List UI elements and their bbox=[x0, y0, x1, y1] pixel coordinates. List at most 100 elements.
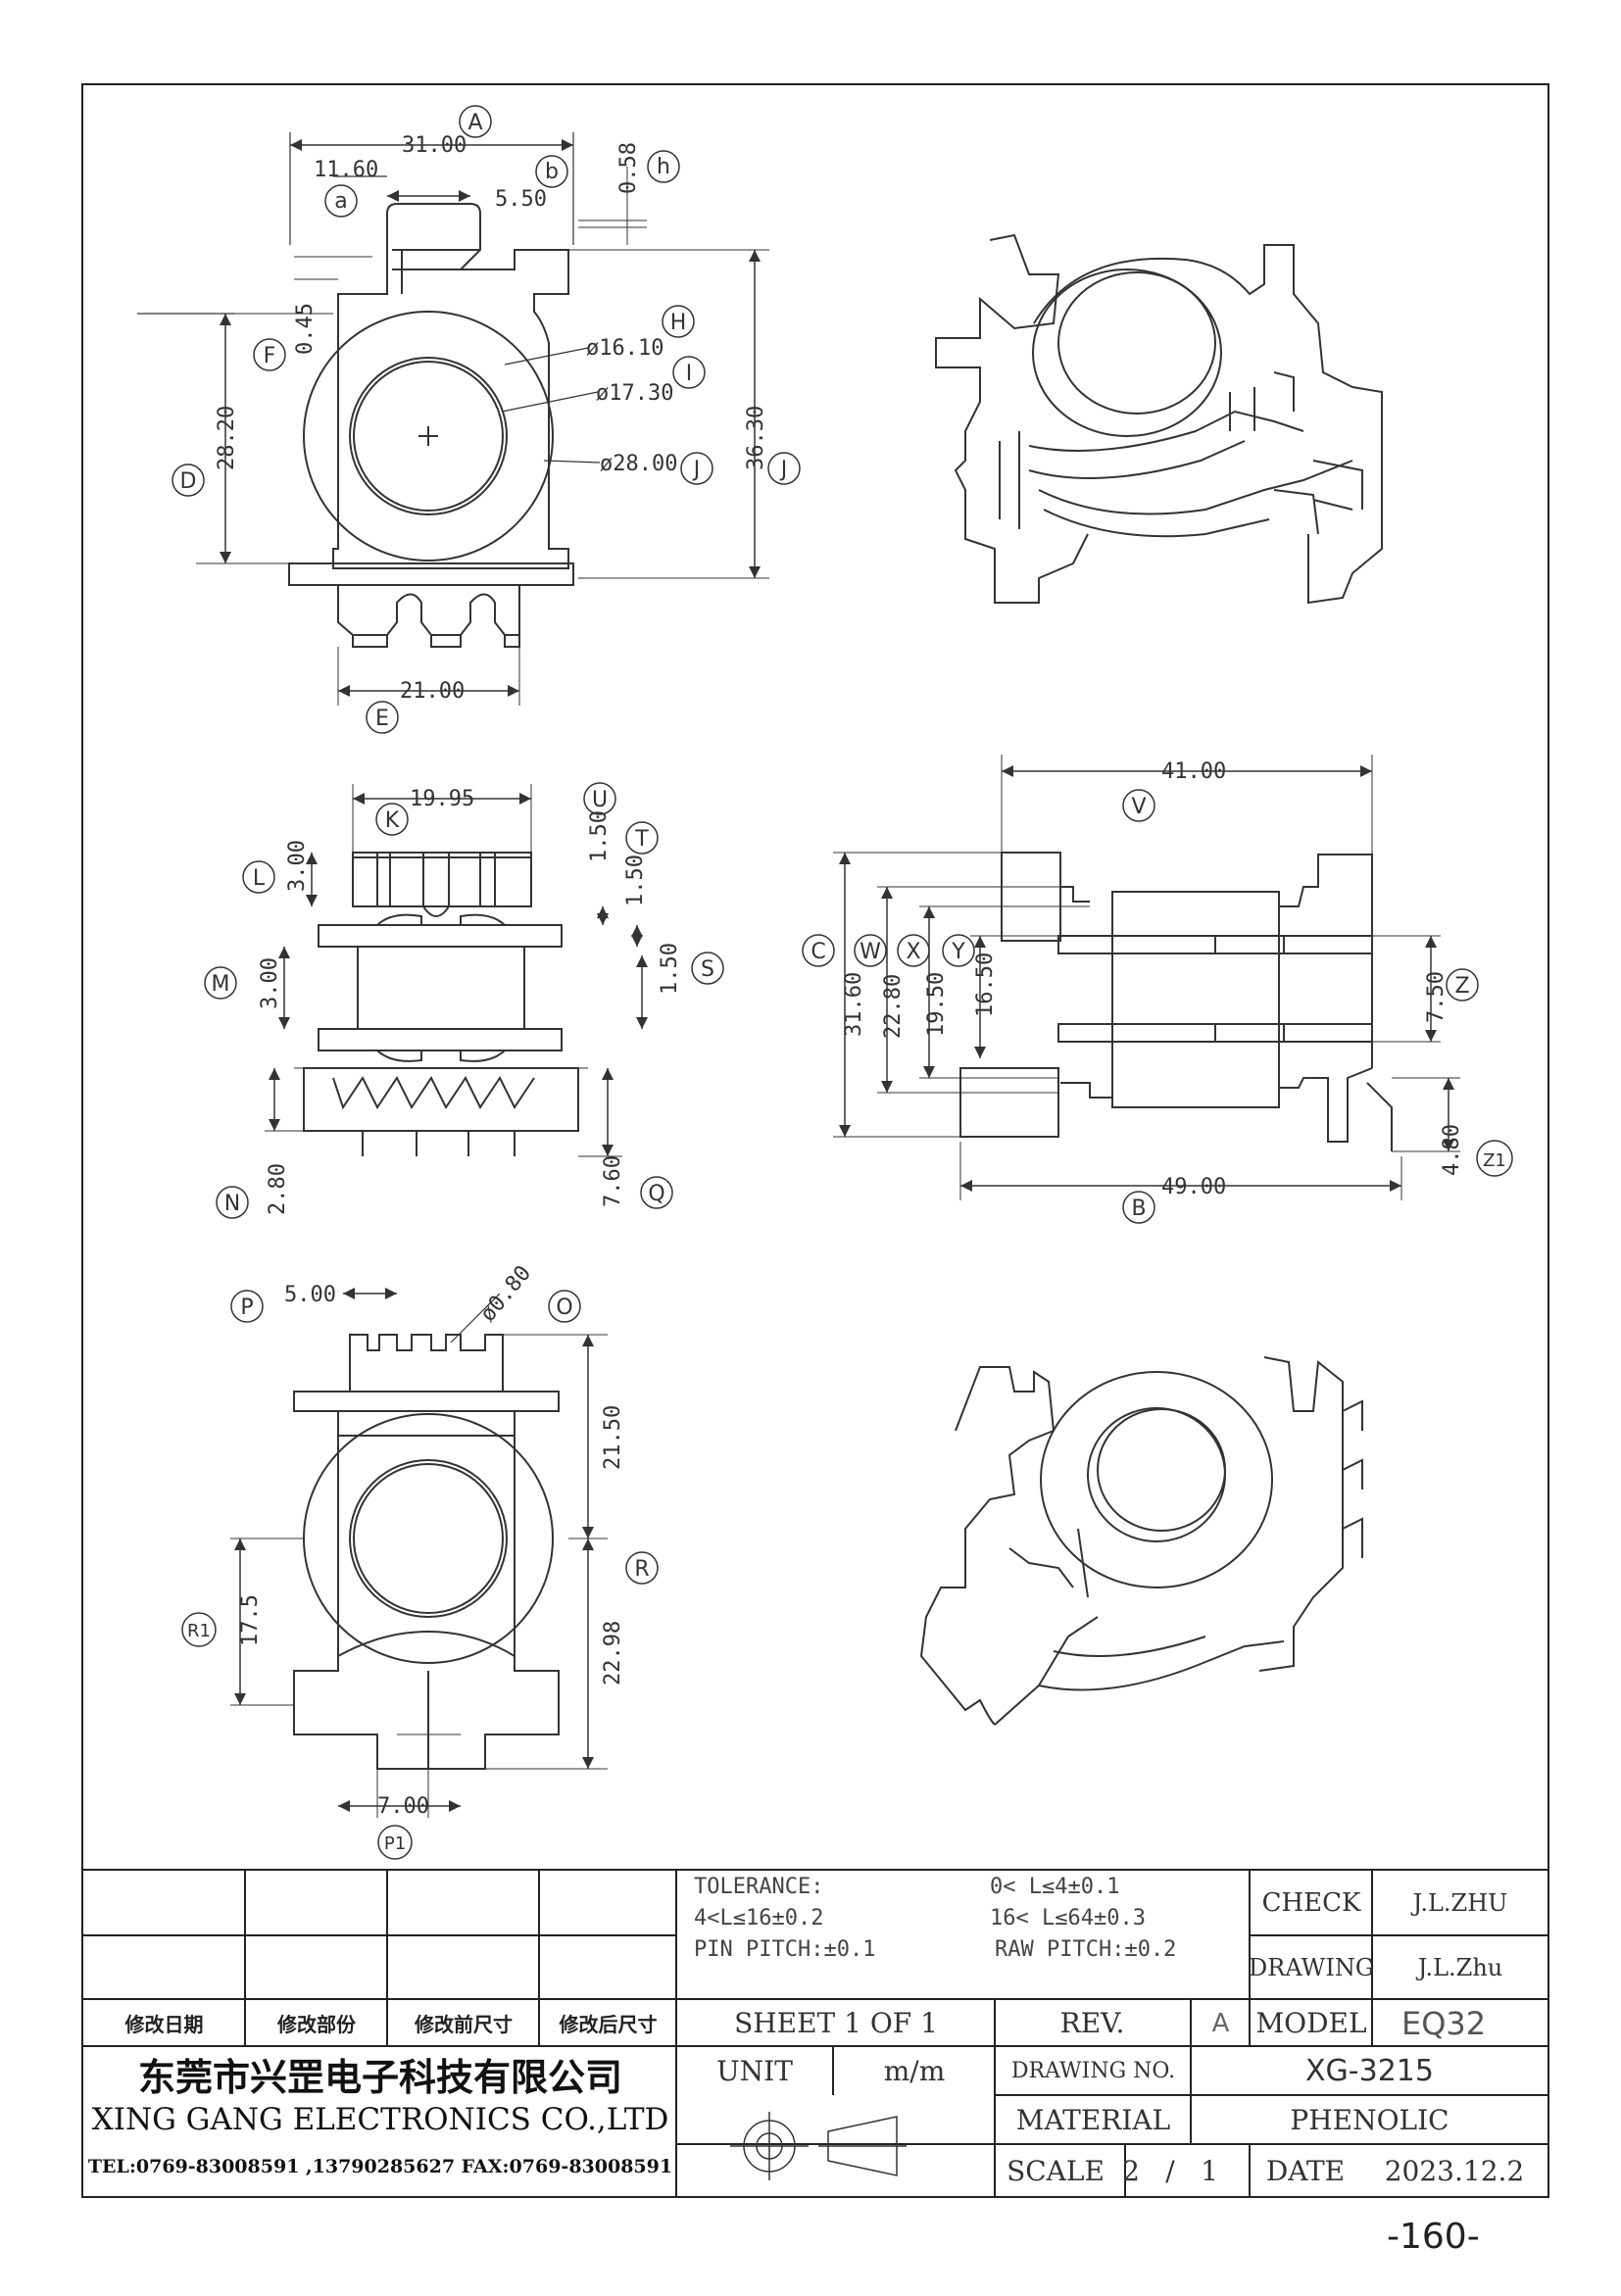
side-view-callout-text: V C W X Y Z Z1 B bbox=[810, 795, 1506, 1221]
callout-O-text: O bbox=[556, 1295, 572, 1320]
isometric-view-top bbox=[935, 233, 1383, 605]
date-label: DATE bbox=[1265, 2154, 1346, 2187]
side-view bbox=[833, 755, 1460, 1200]
callout-Z1-text: Z1 bbox=[1483, 1150, 1506, 1171]
material-value: PHENOLIC bbox=[1290, 2104, 1449, 2136]
bottom-view bbox=[230, 1288, 608, 1818]
raw-pitch: RAW PITCH:±0.2 bbox=[995, 1937, 1177, 1962]
rev-part-label: 修改部份 bbox=[277, 2013, 356, 2036]
unit-value: m/m bbox=[883, 2055, 946, 2087]
dim-t-150: 1.50 bbox=[623, 855, 648, 906]
callout-b bbox=[535, 155, 568, 188]
dim-u-150: 1.50 bbox=[587, 810, 612, 862]
projection-symbol-icon bbox=[730, 2112, 907, 2180]
dim-y-height: 16.50 bbox=[973, 953, 998, 1017]
rev-value: A bbox=[1211, 2008, 1230, 2038]
dim-h-dia: ø16.10 bbox=[586, 336, 663, 361]
tolerance-range-2: 4<L≤16±0.2 bbox=[694, 1906, 824, 1930]
dim-q-760: 7.60 bbox=[601, 1155, 625, 1207]
sheet-count: SHEET 1 OF 1 bbox=[734, 2007, 938, 2039]
rev-after-label: 修改后尺寸 bbox=[559, 2013, 658, 2036]
dim-k-width: 19.95 bbox=[410, 787, 474, 811]
model-label: MODEL bbox=[1255, 2007, 1367, 2039]
callout-J-text: J bbox=[779, 458, 788, 482]
top-view-dims: 31.00 11.60 5.50 0.58 0.45 28.20 ø16.10 … bbox=[215, 133, 768, 704]
callout-D-text: D bbox=[180, 469, 197, 494]
company-name-en: XING GANG ELECTRONICS CO.,LTD bbox=[91, 2102, 669, 2137]
callout-N-text: N bbox=[224, 1192, 240, 1216]
company-name-cn: 东莞市兴罡电子科技有限公司 bbox=[137, 2054, 622, 2099]
material-label: MATERIAL bbox=[1015, 2104, 1171, 2136]
front-view-callout-text: K U T L M S N Q bbox=[212, 788, 714, 1216]
dim-r-upper: 21.50 bbox=[601, 1405, 625, 1470]
scale-label: SCALE bbox=[1007, 2154, 1105, 2187]
callout-Y-text: Y bbox=[951, 940, 965, 964]
tolerance-range-3: 16< L≤64±0.3 bbox=[990, 1906, 1146, 1930]
callout-L-text: L bbox=[253, 866, 266, 891]
model-value: EQ32 bbox=[1401, 2004, 1487, 2042]
drawing-no-label: DRAWING NO. bbox=[1010, 2059, 1176, 2083]
top-view-callouts bbox=[172, 105, 801, 734]
callout-M-text: M bbox=[212, 972, 230, 997]
drawing-value: J.L.Zhu bbox=[1417, 1954, 1503, 1981]
pin-pitch: PIN PITCH:±0.1 bbox=[694, 1937, 876, 1962]
dim-z-750: 7.50 bbox=[1424, 971, 1449, 1023]
callout-H-text: H bbox=[670, 311, 687, 335]
scale-denominator: 1 bbox=[1201, 2154, 1218, 2187]
callout-h-text: h bbox=[657, 155, 670, 179]
callout-P-text: P bbox=[240, 1295, 253, 1320]
callout-A bbox=[459, 105, 492, 138]
callout-R-text: R bbox=[634, 1557, 649, 1582]
dim-w-height: 22.80 bbox=[881, 974, 906, 1039]
rev-label: REV. bbox=[1059, 2007, 1125, 2039]
callout-E-text: E bbox=[375, 707, 389, 731]
callout-C-text: C bbox=[810, 940, 825, 964]
callout-W-text: W bbox=[860, 940, 881, 964]
front-view-dims: 19.95 3.00 1.50 1.50 3.00 1.50 2.80 7.60 bbox=[258, 787, 682, 1215]
front-view-callouts bbox=[204, 782, 724, 1219]
isometric-view-bottom bbox=[919, 1356, 1363, 1726]
top-view bbox=[137, 132, 769, 706]
callout-K-text: K bbox=[385, 808, 400, 833]
dim-x-height: 19.50 bbox=[924, 972, 949, 1037]
dim-d-height: 28.20 bbox=[215, 406, 239, 470]
callout-a bbox=[324, 184, 358, 218]
dim-v-width: 41.00 bbox=[1161, 759, 1226, 784]
callout-J-dia-text: J bbox=[692, 458, 701, 482]
callout-V-text: V bbox=[1131, 795, 1146, 819]
dim-c-height: 31.60 bbox=[842, 972, 866, 1037]
callout-E bbox=[366, 701, 399, 734]
dim-l-300: 3.00 bbox=[285, 840, 310, 892]
drawing-label: DRAWING bbox=[1249, 1954, 1374, 1981]
dim-z1-480: 4.80 bbox=[1440, 1124, 1464, 1176]
callout-T-text: T bbox=[634, 827, 649, 852]
company-contact: TEL:0769-83008591 ,13790285627 FAX:0769-… bbox=[87, 2156, 673, 2177]
dim-i-dia: ø17.30 bbox=[596, 381, 673, 406]
top-view-callout-text: A a b h F H I J D J E bbox=[180, 111, 788, 731]
callout-D bbox=[172, 464, 205, 497]
callout-Z-text: Z bbox=[1454, 974, 1469, 999]
callout-a-text: a bbox=[334, 189, 347, 214]
callout-H bbox=[662, 305, 695, 338]
dim-width-overall: 31.00 bbox=[402, 133, 467, 158]
bottom-view-callouts bbox=[181, 1290, 659, 1860]
tolerance-range-1: 0< L≤4±0.1 bbox=[990, 1875, 1120, 1899]
dim-pitch-b: 5.50 bbox=[495, 187, 547, 212]
callout-A-text: A bbox=[467, 111, 482, 135]
page-number: -160- bbox=[1387, 2217, 1480, 2257]
scale-numerator: 2 bbox=[1122, 2154, 1140, 2187]
callout-Q-text: Q bbox=[648, 1182, 664, 1206]
callout-B-text: B bbox=[1131, 1197, 1146, 1221]
title-block-grid bbox=[82, 1869, 1548, 2197]
dim-e-width: 21.00 bbox=[400, 679, 465, 704]
dim-r-lower: 22.98 bbox=[601, 1621, 625, 1685]
bottom-view-callout-text: P O R R1 P1 bbox=[187, 1295, 650, 1854]
drawing-no-value: XG-3215 bbox=[1305, 2054, 1434, 2088]
date-value: 2023.12.2 bbox=[1384, 2154, 1525, 2187]
callout-P1-text: P1 bbox=[384, 1833, 406, 1854]
callout-F bbox=[253, 338, 286, 371]
side-view-dims: 41.00 31.60 22.80 19.50 16.50 7.50 4.80 … bbox=[842, 759, 1464, 1199]
dim-r1-175: 17.5 bbox=[238, 1594, 263, 1646]
dim-j-height: 36.30 bbox=[744, 406, 768, 470]
